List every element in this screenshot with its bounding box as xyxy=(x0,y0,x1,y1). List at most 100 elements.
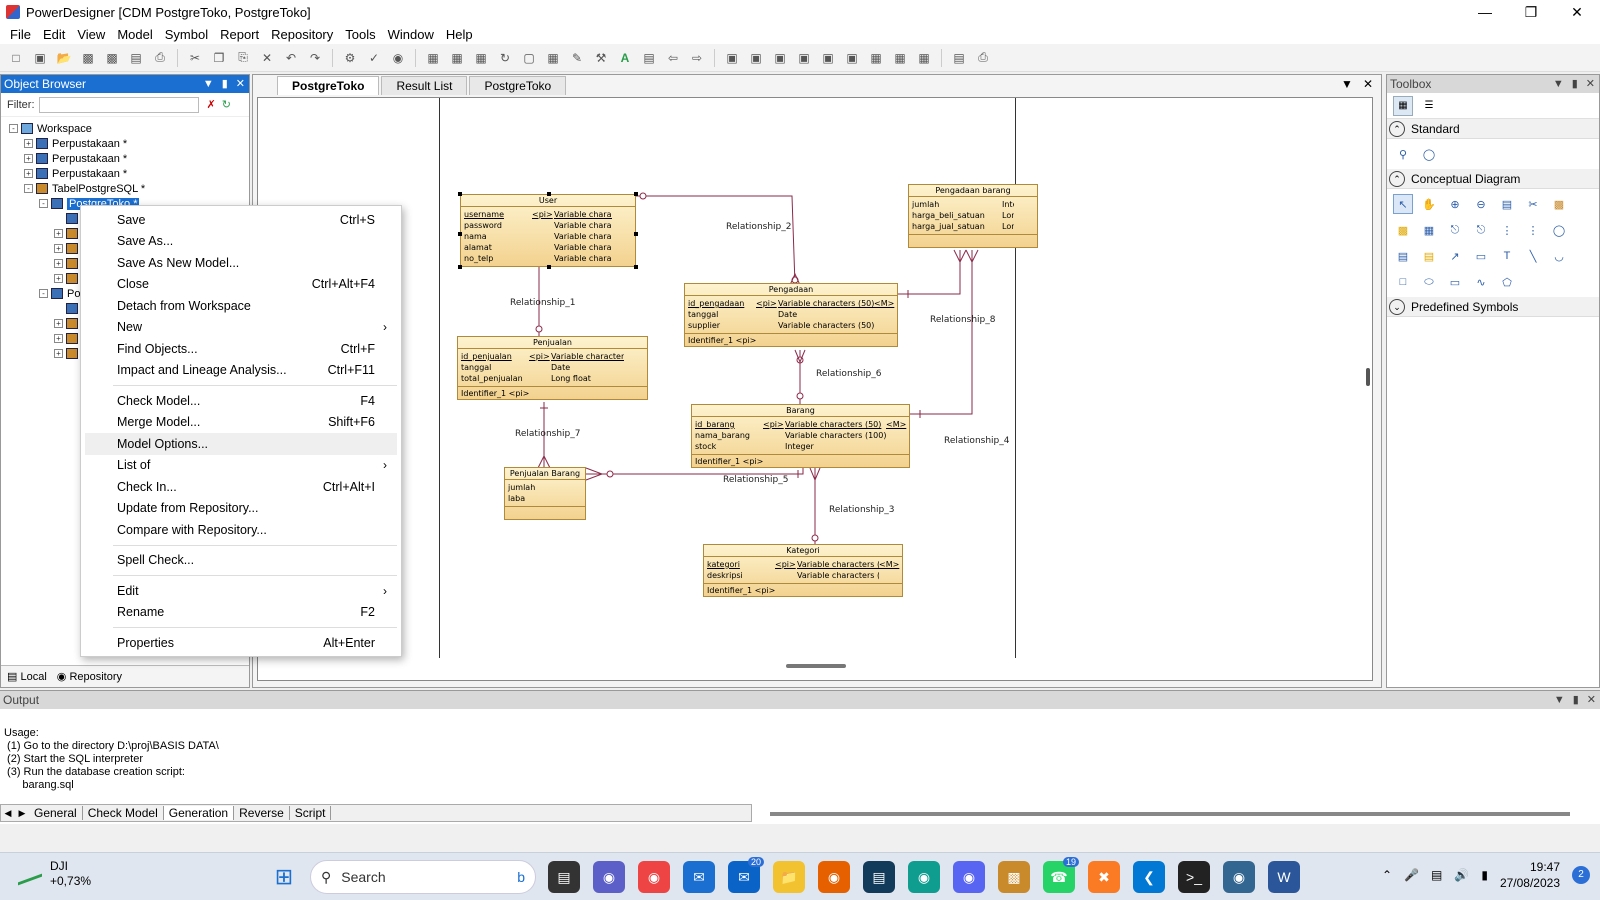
text-tool-icon[interactable]: T xyxy=(1503,250,1511,262)
collapse-node-icon[interactable]: - xyxy=(39,199,48,208)
scroll-left-icon[interactable]: ◀ xyxy=(4,807,12,818)
filter-input[interactable] xyxy=(38,96,199,113)
powerdesigner-icon[interactable]: ▩ xyxy=(998,861,1030,893)
open-icon[interactable]: 📂 xyxy=(56,50,72,65)
tree-node[interactable]: +Perpustakaan * xyxy=(9,136,249,151)
import-icon[interactable]: ▤ xyxy=(953,50,965,65)
cut-icon[interactable]: ✂ xyxy=(189,50,201,65)
output-tab-generation[interactable]: Generation xyxy=(163,806,235,820)
taskbar-search[interactable]: ⚲ Search b xyxy=(310,860,536,894)
collapse-node-icon[interactable]: - xyxy=(39,289,48,298)
firefox-icon[interactable]: ◉ xyxy=(818,861,850,893)
close-document-icon[interactable]: ✕ xyxy=(1362,77,1373,91)
xampp-icon[interactable]: ✖ xyxy=(1088,861,1120,893)
find-tool-icon[interactable]: ⚲ xyxy=(1398,148,1408,161)
context-menu-item[interactable]: Detach from Workspace xyxy=(85,295,397,317)
entity-penjualan[interactable]: Penjualan id_penjualan<pi>Variable chara… xyxy=(457,336,648,400)
new-icon[interactable]: □ xyxy=(12,50,20,65)
expand-node-icon[interactable]: + xyxy=(54,259,63,268)
close-button[interactable]: ✕ xyxy=(1571,4,1583,20)
rectangle-tool-icon[interactable]: □ xyxy=(1399,276,1407,288)
expand-node-icon[interactable]: + xyxy=(24,154,33,163)
word-icon[interactable]: W xyxy=(1268,861,1300,893)
show-hidden-icons-icon[interactable]: ⌃ xyxy=(1382,868,1393,882)
whatsapp-icon[interactable]: ☎19 xyxy=(1043,857,1079,893)
lasso-tool-icon[interactable]: ◯ xyxy=(1422,148,1436,161)
save-icon[interactable]: ▩ xyxy=(82,50,94,65)
repository-icon[interactable]: ◉ xyxy=(392,50,404,65)
zoom-out-tool-icon[interactable]: ⊖ xyxy=(1476,198,1486,211)
selection-handle[interactable] xyxy=(458,232,462,236)
microphone-icon[interactable]: 🎤 xyxy=(1404,868,1420,882)
print-preview-icon[interactable]: ▤ xyxy=(130,50,142,65)
output-tab-script[interactable]: Script xyxy=(290,806,332,820)
diagram-canvas[interactable]: User username<pi>Variable characters (10… xyxy=(257,97,1373,681)
entity-barang[interactable]: Barang id_barang<pi>Variable characters … xyxy=(691,404,910,468)
link-tool-icon[interactable]: ◯ xyxy=(1552,224,1566,237)
task-view-icon[interactable]: ▤ xyxy=(548,861,580,893)
volume-icon[interactable]: 🔊 xyxy=(1454,868,1470,882)
table-tool-icon[interactable]: ▦ xyxy=(1423,224,1435,237)
context-menu-item[interactable]: Check Model...F4 xyxy=(85,390,397,412)
view-mode-icon[interactable]: ▦ xyxy=(870,50,882,65)
delete-tool-icon[interactable]: ✂ xyxy=(1528,198,1538,211)
tree-node[interactable]: +Perpustakaan * xyxy=(9,151,249,166)
tools-icon[interactable]: ⚒ xyxy=(595,50,607,65)
ellipse-tool-icon[interactable]: ⬭ xyxy=(1424,275,1434,288)
arrow-left-icon[interactable]: ⇦ xyxy=(667,50,679,65)
save-all-icon[interactable]: ▩ xyxy=(106,50,118,65)
clock[interactable]: 19:47 27/08/2023 xyxy=(1500,859,1560,891)
large-icons-view-icon[interactable]: ▦ xyxy=(1393,95,1413,116)
menu-report[interactable]: Report xyxy=(220,26,260,42)
tree-node[interactable]: -Workspace xyxy=(9,121,249,136)
pointer-tool-icon[interactable]: ↖ xyxy=(1393,194,1413,214)
restore-button[interactable]: ❐ xyxy=(1524,4,1538,20)
diagram-icon[interactable]: ▦ xyxy=(547,50,559,65)
arc-tool-icon[interactable]: ◡ xyxy=(1554,250,1564,263)
delete-icon[interactable]: ✕ xyxy=(261,50,273,65)
paste-icon[interactable]: ⎘ xyxy=(238,50,248,64)
relationship-4-label[interactable]: Relationship_4 xyxy=(944,436,1010,446)
entity-kategori[interactable]: Kategori kategori<pi>Variable characters… xyxy=(703,544,903,597)
zoom-out-icon[interactable]: ▣ xyxy=(750,50,762,65)
browser-icon[interactable]: ▦ xyxy=(427,50,439,65)
new-project-icon[interactable]: ▣ xyxy=(34,50,46,65)
menu-symbol[interactable]: Symbol xyxy=(164,26,209,42)
tree-node[interactable]: -TabelPostgreSQL * xyxy=(9,181,249,196)
chrome-icon[interactable]: ◉ xyxy=(638,861,670,893)
scroll-right-icon[interactable]: ▶ xyxy=(18,807,26,818)
round-rect-shape-tool-icon[interactable]: ▭ xyxy=(1449,276,1461,289)
context-menu-item[interactable]: Edit› xyxy=(85,580,397,602)
selection-handle[interactable] xyxy=(458,192,462,196)
toolbox-section-conceptual[interactable]: ⌃ Conceptual Diagram xyxy=(1387,169,1599,189)
expand-node-icon[interactable]: + xyxy=(54,274,63,283)
context-menu-item[interactable]: Impact and Lineage Analysis...Ctrl+F11 xyxy=(85,360,397,382)
relationship-5-label[interactable]: Relationship_5 xyxy=(723,475,789,485)
tab-repository[interactable]: ◉ Repository xyxy=(56,671,123,683)
tab-list-icon[interactable]: ▼ xyxy=(1341,77,1353,91)
output-icon[interactable]: ▦ xyxy=(451,50,463,65)
pin-icon[interactable]: ▮ xyxy=(221,78,228,90)
collapse-node-icon[interactable]: - xyxy=(24,184,33,193)
selection-handle[interactable] xyxy=(458,265,462,269)
tab-result-list[interactable]: Result List xyxy=(381,76,468,95)
menu-window[interactable]: Window xyxy=(387,26,434,42)
context-menu-item[interactable]: Model Options... xyxy=(85,433,397,455)
result-list-icon[interactable]: ▦ xyxy=(475,50,487,65)
entity-tool-icon[interactable]: ▩ xyxy=(1397,224,1409,237)
association-tool-icon[interactable]: ⋮ xyxy=(1501,224,1513,237)
list-view-icon[interactable]: ☰ xyxy=(1419,95,1439,116)
file-explorer-icon[interactable]: 📁 xyxy=(773,861,805,893)
pin-icon[interactable]: ▮ xyxy=(1572,694,1579,706)
dropdown-icon[interactable]: ▼ xyxy=(1552,78,1564,90)
view-mode-2-icon[interactable]: ▦ xyxy=(894,50,906,65)
context-menu-item[interactable]: Save As... xyxy=(85,231,397,253)
polyline-tool-icon[interactable]: ∿ xyxy=(1476,276,1486,289)
generate-icon[interactable]: ⚙ xyxy=(344,50,356,65)
line-tool-icon[interactable]: ╲ xyxy=(1529,250,1537,263)
association-link-tool-icon[interactable]: ⋮ xyxy=(1527,224,1539,237)
dropdown-icon[interactable]: ▼ xyxy=(202,78,214,90)
